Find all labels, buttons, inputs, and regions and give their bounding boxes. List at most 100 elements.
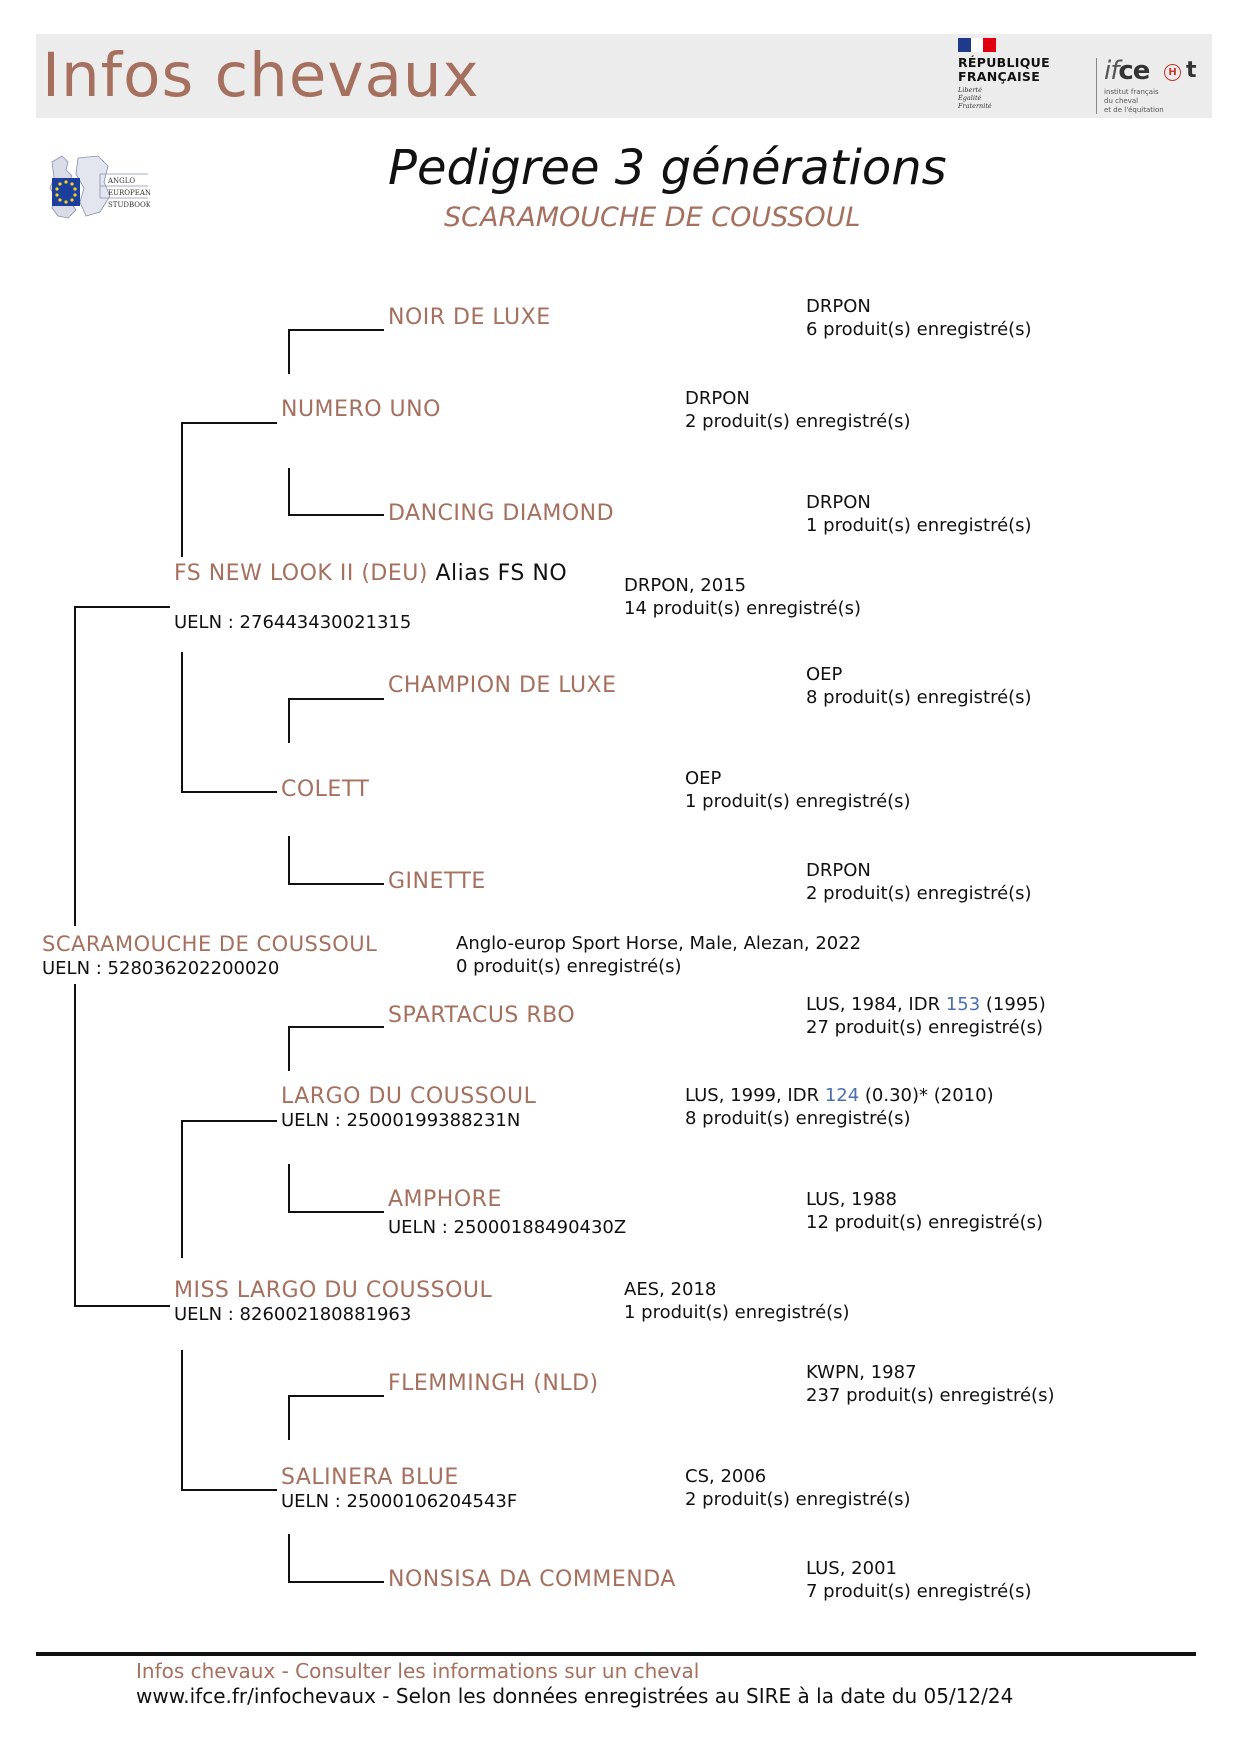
sdd-name[interactable]: GINETTE [388, 869, 486, 894]
connector [288, 1395, 384, 1397]
connector [181, 422, 183, 557]
dd-info-line1: CS, 2006 [685, 1466, 767, 1487]
connector [288, 1026, 290, 1071]
republique-francaise-logo: RÉPUBLIQUE FRANÇAISE Liberté Égalité Fra… [958, 38, 1058, 118]
dss-info-line1: LUS, 1984, IDR 153 (1995) [806, 993, 1046, 1016]
aes-logo-text-3: STUDBOOK [108, 201, 150, 209]
ds-info-line2: 8 produit(s) enregistré(s) [685, 1108, 911, 1129]
sds-info-line1: OEP [806, 664, 843, 685]
sire-info-line2: 14 produit(s) enregistré(s) [624, 598, 862, 619]
dam-ueln: UELN : 826002180881963 [174, 1304, 412, 1325]
aes-studbook-logo: ANGLO EUROPEAN STUDBOOK [38, 152, 152, 226]
dsd-ueln: UELN : 25000188490430Z [388, 1217, 627, 1238]
motto-fraternite: Fraternité [958, 102, 992, 110]
connector [288, 1395, 290, 1440]
connector [74, 984, 76, 1306]
dds-name[interactable]: FLEMMINGH (NLD) [388, 1371, 599, 1396]
sss-info-line2: 6 produit(s) enregistré(s) [806, 319, 1032, 340]
ds-info-suffix: (0.30)* (2010) [859, 1085, 994, 1106]
dd-info: CS, 2006 2 produit(s) enregistré(s) [685, 1465, 911, 1511]
sire-info-line1: DRPON, 2015 [624, 575, 747, 596]
ifce-sub-1: institut français [1104, 88, 1159, 96]
connector [288, 329, 290, 374]
connector [288, 1211, 384, 1213]
connector [74, 1305, 170, 1307]
ds-name[interactable]: LARGO DU COUSSOUL [281, 1084, 537, 1109]
ds-ueln: UELN : 25000199388231N [281, 1110, 521, 1131]
connector [288, 329, 384, 331]
rf-motto: Liberté Égalité Fraternité [958, 86, 992, 110]
dam-name[interactable]: MISS LARGO DU COUSSOUL [174, 1278, 493, 1303]
dsd-info-line2: 12 produit(s) enregistré(s) [806, 1212, 1044, 1233]
ddd-name[interactable]: NONSISA DA COMMENDA [388, 1567, 676, 1592]
ifce-logo: ifce H t institut français du cheval et … [1096, 52, 1208, 118]
rf-line1: RÉPUBLIQUE [958, 55, 1050, 70]
dam-info-line2: 1 produit(s) enregistré(s) [624, 1302, 850, 1323]
connector [74, 606, 170, 608]
rf-line2: FRANÇAISE [958, 69, 1041, 84]
footer-line2: www.ifce.fr/infochevaux - Selon les donn… [136, 1684, 1014, 1708]
ifce-sub-3: et de l'équitation [1104, 106, 1164, 114]
french-flag-icon [958, 38, 997, 52]
subject-info: Anglo-europ Sport Horse, Male, Alezan, 2… [456, 932, 861, 978]
dam-info-line1: AES, 2018 [624, 1279, 717, 1300]
ifce-wordmark: ifce [1104, 56, 1150, 86]
sd-info: OEP 1 produit(s) enregistré(s) [685, 767, 911, 813]
connector [181, 652, 183, 792]
sire-name[interactable]: FS NEW LOOK II (DEU) [174, 561, 428, 586]
sds-name[interactable]: CHAMPION DE LUXE [388, 673, 617, 698]
connector [288, 1164, 290, 1212]
dsd-name[interactable]: AMPHORE [388, 1187, 502, 1212]
sd-info-line2: 1 produit(s) enregistré(s) [685, 791, 911, 812]
ds-info-prefix: LUS, 1999, IDR [685, 1085, 825, 1106]
connector [288, 1534, 290, 1582]
sire-ueln: UELN : 276443430021315 [174, 612, 412, 633]
connector [288, 698, 290, 743]
ddd-info: LUS, 2001 7 produit(s) enregistré(s) [806, 1557, 1032, 1603]
ifce-sub-2: du cheval [1104, 97, 1139, 105]
ifce-separator [1096, 58, 1097, 114]
horse-name-subtitle: SCARAMOUCHE DE COUSSOUL [444, 202, 861, 233]
dam-info: AES, 2018 1 produit(s) enregistré(s) [624, 1278, 850, 1324]
footer-line1: Infos chevaux - Consulter les informatio… [136, 1659, 700, 1683]
ssd-name[interactable]: DANCING DIAMOND [388, 501, 615, 526]
connector [181, 1120, 277, 1122]
connector [181, 1350, 183, 1490]
subject-name[interactable]: SCARAMOUCHE DE COUSSOUL [42, 932, 378, 956]
connector [181, 791, 277, 793]
dd-ueln: UELN : 25000106204543F [281, 1491, 518, 1512]
connector [288, 1026, 384, 1028]
dds-info-line1: KWPN, 1987 [806, 1362, 917, 1383]
dsd-info-line1: LUS, 1988 [806, 1189, 897, 1210]
dsd-info: LUS, 1988 12 produit(s) enregistré(s) [806, 1188, 1043, 1234]
motto-egalite: Égalité [958, 94, 982, 102]
dd-name[interactable]: SALINERA BLUE [281, 1465, 459, 1490]
sire-name-block: FS NEW LOOK II (DEU) Alias FS NO [174, 561, 567, 586]
dss-name[interactable]: SPARTACUS RBO [388, 1003, 576, 1028]
haras-icon: H [1164, 64, 1181, 81]
sd-name[interactable]: COLETT [281, 777, 370, 802]
connector [181, 1120, 183, 1258]
ifce-t-icon: t [1186, 58, 1197, 83]
sss-info: DRPON 6 produit(s) enregistré(s) [806, 295, 1032, 341]
connector [288, 514, 384, 516]
ss-info-line2: 2 produit(s) enregistré(s) [685, 411, 911, 432]
dss-idr-link[interactable]: 153 [945, 994, 981, 1015]
ss-info-line1: DRPON [685, 388, 750, 409]
sd-info-line1: OEP [685, 768, 722, 789]
connector [288, 468, 290, 515]
ifce-subtitle: institut français du cheval et de l'équi… [1104, 88, 1164, 115]
sire-info: DRPON, 2015 14 produit(s) enregistré(s) [624, 574, 861, 620]
site-title: Infos chevaux [42, 40, 480, 111]
connector [288, 698, 384, 700]
ddd-info-line1: LUS, 2001 [806, 1558, 897, 1579]
ds-idr-link[interactable]: 124 [824, 1085, 860, 1106]
footer-divider [36, 1652, 1196, 1656]
connector [74, 606, 76, 926]
connector [288, 883, 384, 885]
ss-name[interactable]: NUMERO UNO [281, 397, 441, 422]
sire-alias: Alias FS NO [435, 561, 568, 586]
sss-name[interactable]: NOIR DE LUXE [388, 305, 551, 330]
sds-info-line2: 8 produit(s) enregistré(s) [806, 687, 1032, 708]
sdd-info-line2: 2 produit(s) enregistré(s) [806, 883, 1032, 904]
